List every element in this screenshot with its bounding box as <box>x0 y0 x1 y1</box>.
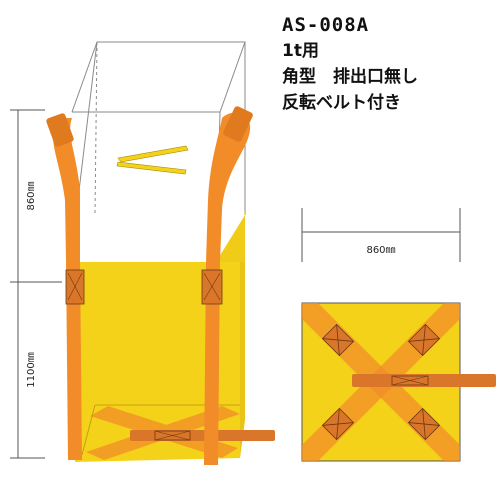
height-dimension-lines <box>10 109 62 459</box>
left-lifting-loop <box>46 113 85 460</box>
inversion-belt-side <box>130 430 275 441</box>
capacity-label: 1t用 <box>282 41 319 61</box>
bottom-height-label: 1100㎜ <box>26 352 37 387</box>
top-view-corner-tabs <box>321 323 441 441</box>
belt-label: 反転ベルト付き <box>282 93 401 113</box>
top-width-label: 860㎜ <box>366 245 395 256</box>
inversion-belt-top <box>352 374 496 387</box>
top-tie-strap <box>116 145 189 175</box>
width-dimension <box>301 208 461 262</box>
top-height-label: 860㎜ <box>26 181 37 210</box>
shape-label: 角型 排出口無し <box>282 67 418 87</box>
product-title-block: AS-008A 1t用 角型 排出口無し 反転ベルト付き <box>282 12 418 116</box>
model-number: AS-008A <box>282 14 370 36</box>
right-lifting-loop <box>201 106 253 466</box>
